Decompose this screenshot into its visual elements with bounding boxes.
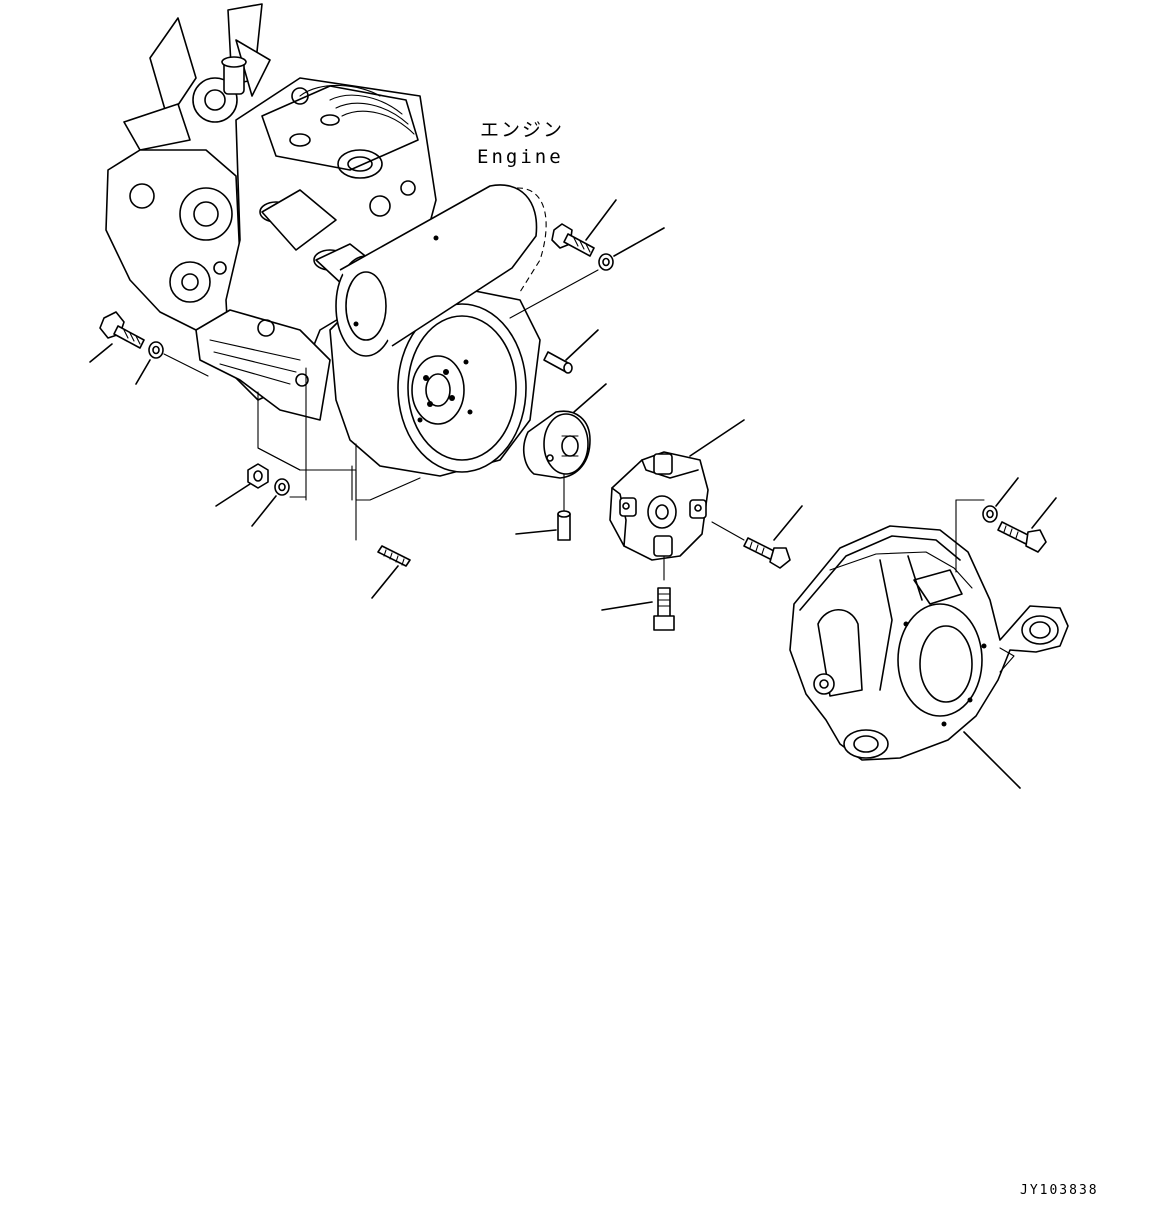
coupling-bolt-right	[711, 505, 803, 569]
dowel-pin	[543, 329, 599, 374]
engine-label: エンジン Engine	[477, 119, 564, 168]
housing-washer	[982, 477, 1019, 523]
drawing-code: JY103838	[1020, 1183, 1099, 1198]
lower-washer	[251, 367, 307, 527]
flexible-coupling	[609, 419, 745, 581]
housing-bolt	[997, 497, 1057, 553]
left-washer	[135, 341, 209, 385]
stud-bolt	[355, 443, 411, 599]
top-washer	[509, 227, 665, 319]
engine-label-jp: エンジン	[480, 119, 564, 141]
hub-pin	[515, 510, 571, 541]
coupling-bolt-bottom	[601, 587, 675, 631]
splined-hub	[522, 383, 607, 513]
left-bolt	[89, 311, 145, 363]
lower-nut	[215, 463, 269, 507]
bell-housing	[789, 499, 1069, 789]
engine-drawing	[105, 3, 547, 501]
top-bolt	[551, 199, 617, 257]
engine-label-en: Engine	[477, 146, 564, 168]
